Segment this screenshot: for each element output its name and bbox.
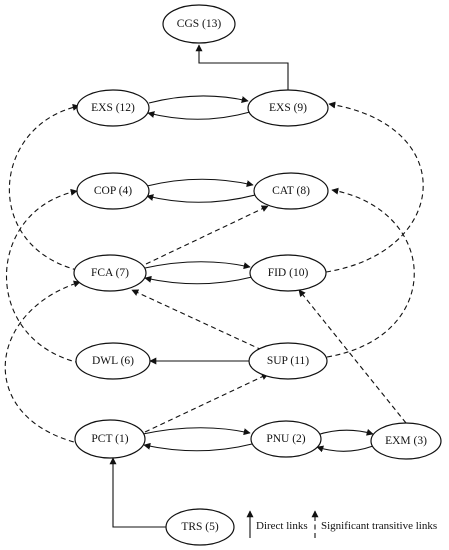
node-label: DWL (6) [92, 355, 134, 367]
edge-trs-to-pct [109, 457, 167, 528]
node-fca: FCA (7) [73, 254, 147, 292]
edge-pct-to-sup [144, 373, 269, 433]
edge-cop-to-cat [146, 178, 254, 188]
legend-direct: Direct links [246, 510, 308, 538]
node-label: FID (10) [268, 267, 309, 279]
node-cgs: CGS (13) [162, 4, 236, 44]
edge-pnu-to-pct [143, 442, 253, 452]
node-label: COP (4) [94, 185, 132, 197]
node-label: FCA (7) [91, 267, 129, 279]
transitive-links [4, 101, 424, 445]
direct-links [109, 44, 374, 528]
edge-fca-to-fid [144, 261, 251, 270]
edge-pct-to-pnu [142, 427, 251, 436]
legend: Direct links Significant transitive link… [246, 510, 437, 538]
node-exm: EXM (3) [370, 422, 442, 460]
node-label: PNU (2) [266, 433, 305, 445]
node-label: EXM (3) [385, 435, 427, 447]
node-label: EXS (12) [91, 102, 135, 114]
edge-dwl-to-cop [6, 188, 81, 364]
node-cop: COP (4) [76, 172, 150, 210]
node-exs12: EXS (12) [76, 89, 150, 127]
node-label: CAT (8) [272, 185, 310, 197]
edge-exs9-to-cgs [195, 44, 289, 91]
edge-fca-to-cat [145, 205, 269, 265]
node-label: CGS (13) [177, 18, 222, 30]
node-label: EXS (9) [269, 102, 307, 114]
node-dwl: DWL (6) [75, 342, 151, 380]
edge-exs9-to-exs12 [147, 111, 251, 120]
node-cat: CAT (8) [253, 172, 329, 210]
edge-cat-to-cop [146, 194, 256, 203]
edge-exm-to-pnu [316, 445, 374, 453]
node-pct: PCT (1) [74, 419, 146, 459]
node-pnu: PNU (2) [250, 420, 322, 458]
edge-sup-to-fca [131, 289, 263, 351]
edge-sup-to-cat [326, 187, 415, 358]
node-label: PCT (1) [91, 433, 128, 445]
legend-transitive: Significant transitive links [311, 510, 437, 538]
node-fid: FID (10) [249, 254, 327, 292]
edge-fid-to-fca [144, 275, 253, 285]
edge-fid-to-exs9 [325, 101, 424, 273]
node-exs9: EXS (9) [247, 89, 329, 127]
node-sup: SUP (11) [248, 342, 328, 380]
edge-pnu-to-exm [316, 428, 374, 436]
node-label: SUP (11) [267, 355, 309, 367]
edge-fca-to-exs12 [8, 103, 87, 273]
edge-pct-to-fca [4, 280, 83, 445]
node-trs: TRS (5) [165, 508, 235, 546]
legend-direct-label: Direct links [256, 520, 308, 532]
edge-exm-to-fid [298, 289, 407, 424]
legend-transitive-label: Significant transitive links [321, 520, 437, 532]
node-label: TRS (5) [181, 521, 219, 533]
edge-exs12-to-exs9 [148, 95, 249, 104]
